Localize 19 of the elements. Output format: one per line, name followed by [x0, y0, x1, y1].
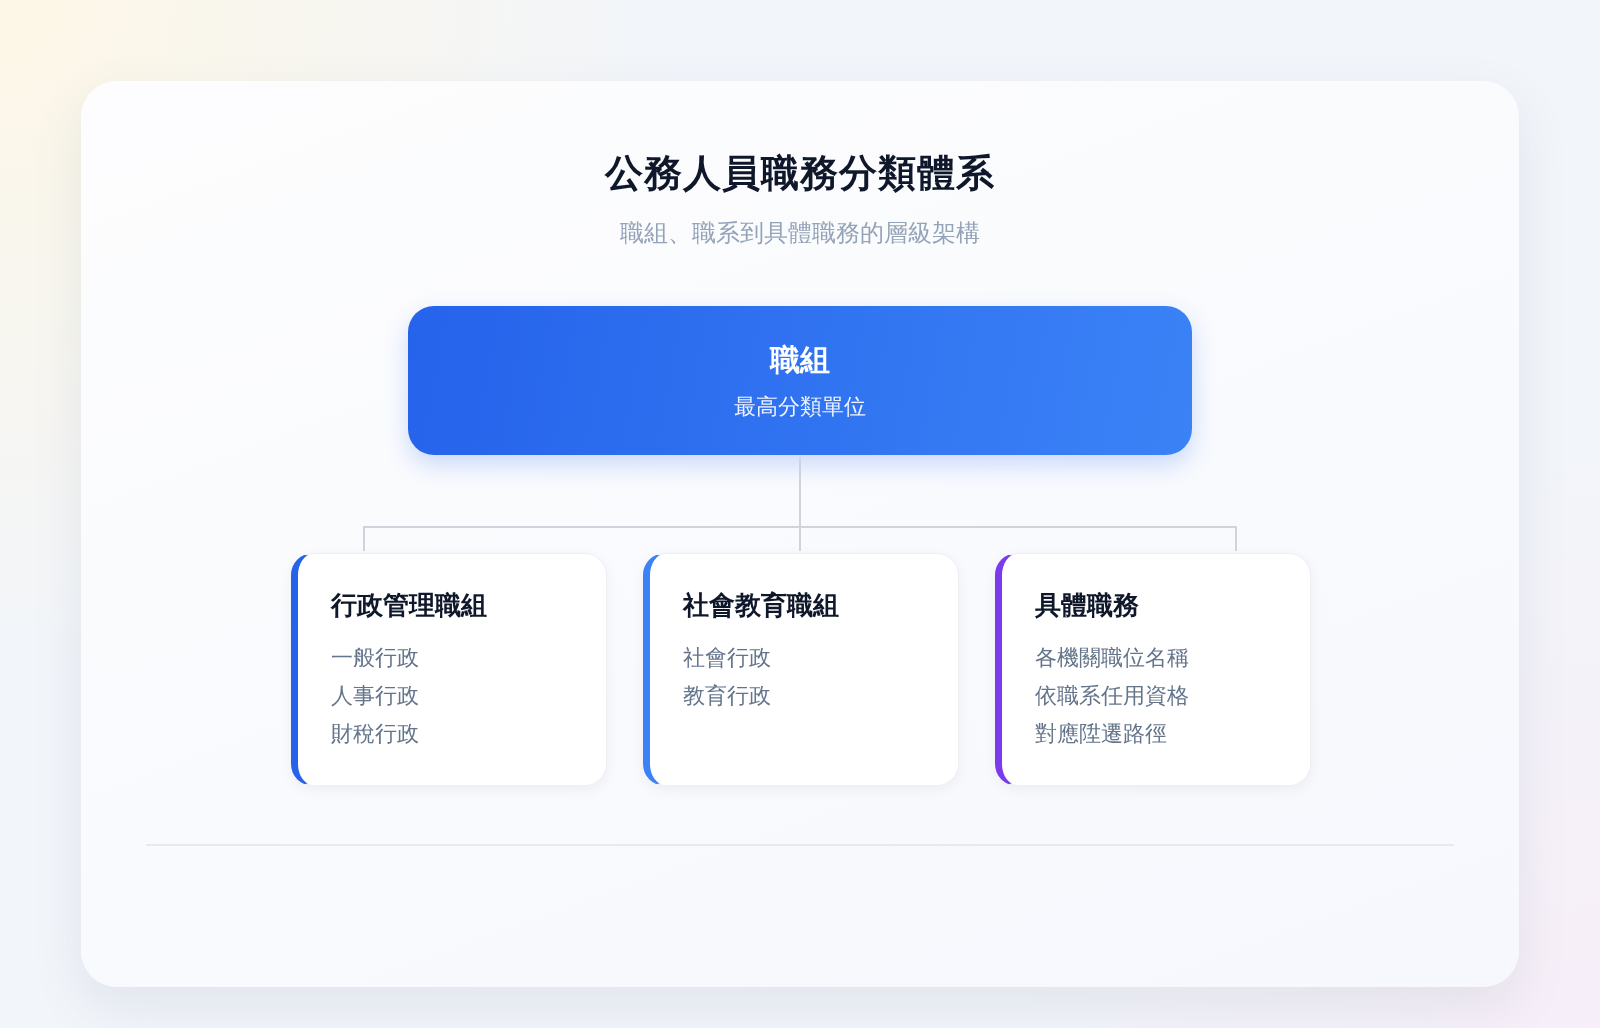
category-card	[291, 553, 607, 786]
card-heading: 社會教育職組	[683, 589, 839, 622]
list-item: 一般行政	[331, 644, 419, 672]
list-item: 社會行政	[683, 644, 771, 672]
box-subtitle: 最高分類單位	[734, 393, 866, 421]
list-item: 對應陞遷路徑	[1035, 720, 1167, 748]
card-heading: 行政管理職組	[331, 589, 487, 622]
list-item: 教育行政	[683, 682, 771, 710]
card-heading: 具體職務	[1035, 589, 1139, 622]
list-item: 人事行政	[331, 682, 419, 710]
title: 公務人員職務分類體系	[605, 150, 995, 197]
list-item: 財稅行政	[331, 720, 419, 748]
category-card	[643, 553, 959, 786]
list-item: 依職系任用資格	[1035, 682, 1189, 710]
box-heading: 職組	[770, 341, 830, 379]
category-card	[995, 553, 1311, 786]
list-item: 各機關職位名稱	[1035, 644, 1189, 672]
subtitle: 職組、職系到具體職務的層級架構	[620, 218, 980, 249]
category-box	[408, 306, 1192, 455]
